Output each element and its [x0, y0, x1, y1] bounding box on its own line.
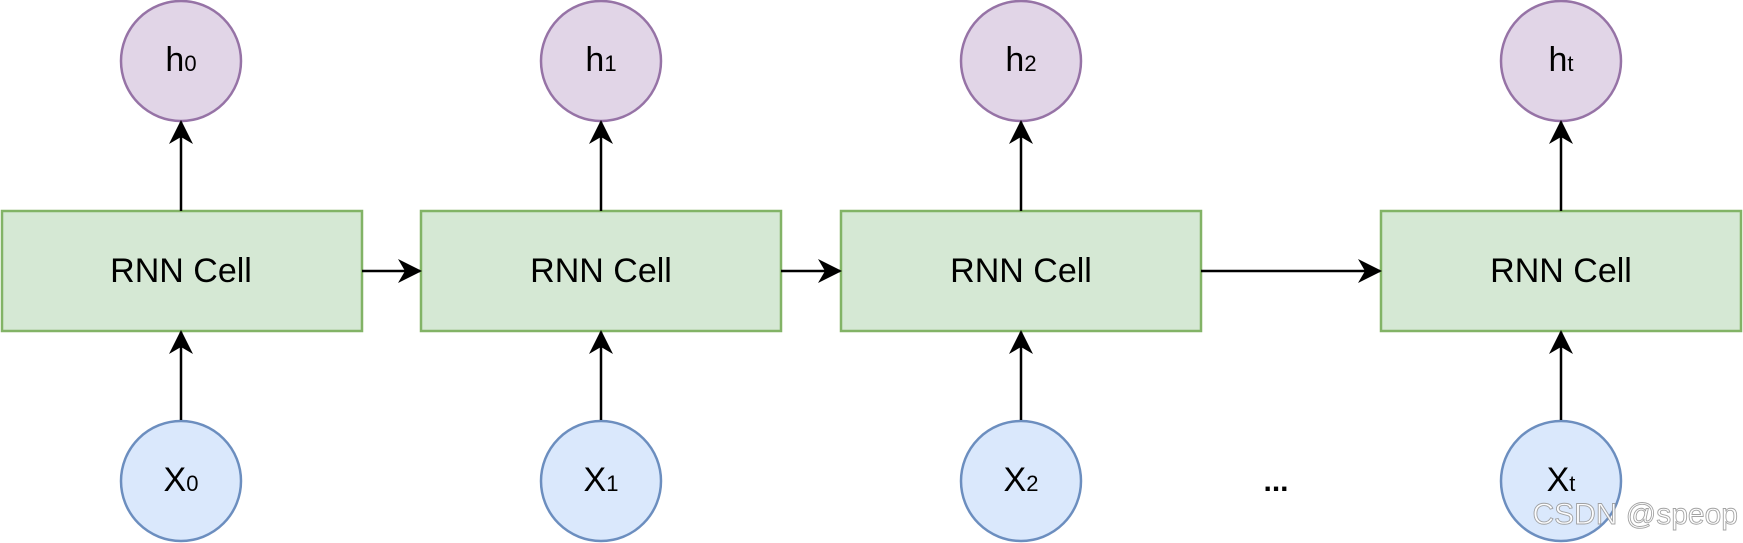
output-node-h1-label: h1: [585, 41, 616, 79]
rnn-step-2: RNN Cell h2 X2: [839, 0, 1203, 543]
rnn-step-0: RNN Cell h0 X0: [0, 0, 364, 543]
input-node-x0: [119, 419, 243, 543]
output-node-h2-label: h2: [1005, 41, 1036, 79]
input-node-x1-label: X1: [584, 461, 619, 499]
input-node-xt-label: Xt: [1547, 461, 1576, 499]
rnn-step-1: RNN Cell h1 X1: [419, 0, 783, 543]
rnn-cell-0: [0, 209, 364, 333]
input-node-xt: [1499, 419, 1623, 543]
output-node-ht-label: ht: [1548, 41, 1573, 79]
rnn-cell-2: [839, 209, 1203, 333]
input-node-x1: [539, 419, 663, 543]
input-node-x0-label: X0: [164, 461, 199, 499]
rnn-step-t: RNN Cell ht Xt: [1379, 0, 1743, 543]
rnn-cell-0-label: RNN Cell: [110, 252, 252, 290]
rnn-cell-2-label: RNN Cell: [950, 252, 1092, 290]
ellipsis-label: ...: [1263, 465, 1288, 498]
rnn-cell-1-label: RNN Cell: [530, 252, 672, 290]
rnn-cell-t-label: RNN Cell: [1490, 252, 1632, 290]
output-node-h0-label: h0: [165, 41, 196, 79]
csdn-watermark: CSDN @speop: [1532, 498, 1738, 531]
input-node-x2-label: X2: [1004, 461, 1039, 499]
input-node-x2: [959, 419, 1083, 543]
